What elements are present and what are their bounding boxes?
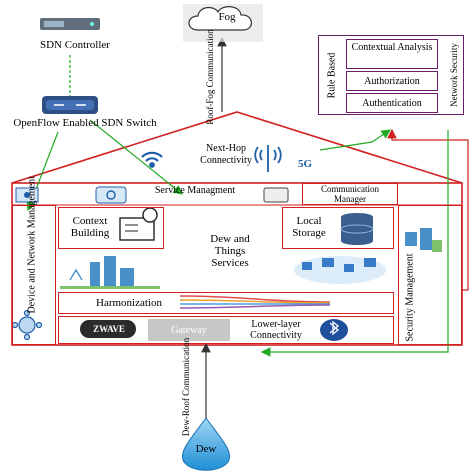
gateway-label: Gateway — [171, 325, 207, 336]
comm-manager-label: Communication Manager — [321, 184, 379, 204]
security-mgmt-column — [398, 205, 462, 345]
local-storage-box — [282, 207, 394, 249]
comm-manager-box — [302, 183, 398, 205]
dew-services-line3: Services — [211, 257, 249, 269]
local-storage-line2: Storage — [292, 227, 326, 239]
lower-layer-box — [58, 316, 394, 344]
next-hop-line1: Next-Hop — [206, 143, 246, 154]
lower-layer-line1: Lower-layer — [251, 319, 301, 330]
openflow-switch-label: OpenFlow Enabled SDN Switch — [13, 117, 157, 129]
fog-label: Fog — [218, 11, 236, 23]
context-building-line1: Context — [72, 215, 108, 227]
context-building-line2: Building — [70, 227, 110, 239]
dew-services-line1: Dew and — [210, 233, 250, 245]
5g-badge: 5G — [298, 158, 313, 170]
authorization-label: Authorization — [364, 76, 420, 87]
rule-based-title: Rule Based — [326, 52, 338, 99]
network-security-label: Network Security — [449, 43, 459, 107]
fog-cloud-icon — [183, 4, 263, 42]
device-mgmt-column — [12, 205, 56, 345]
dew-label: Dew — [195, 443, 217, 455]
bluetooth-icon — [320, 319, 348, 341]
smart-city-icon — [60, 256, 160, 289]
harmonization-label: Harmonization — [96, 297, 162, 309]
iot-network-icon — [294, 256, 386, 284]
context-building-box — [58, 207, 164, 249]
device-mgmt-label: Device and Network Management — [26, 176, 38, 314]
router-icon — [42, 96, 98, 114]
service-management-label: Service Managment — [154, 185, 236, 196]
water-drop-icon — [182, 417, 230, 471]
harmonization-streams-icon — [179, 295, 331, 309]
device-network-icon-top — [15, 187, 39, 203]
comm-device-icon — [263, 187, 289, 203]
contextual-analysis-label: Contextual Analysis — [351, 42, 433, 53]
server-icon — [40, 18, 100, 30]
harmonization-box — [58, 292, 394, 314]
security-mgmt-label: Security Management — [404, 253, 416, 342]
switch-to-service-arrow — [89, 119, 183, 195]
house-roof — [11, 111, 463, 184]
authentication-label: Authentication — [362, 98, 422, 109]
database-icon — [340, 213, 374, 245]
lower-layer-line2: Connectivity — [250, 330, 302, 341]
zwave-label: ZWAVE — [93, 324, 125, 334]
security-to-rule-arrow — [387, 128, 469, 291]
zwave-icon — [80, 320, 136, 338]
next-hop-arrow — [319, 129, 391, 151]
lower-layer-return-arrow — [260, 130, 449, 357]
authorization-box — [346, 71, 438, 91]
next-hop-line2: Connectivity — [200, 155, 252, 166]
service-hand-icon — [95, 186, 127, 204]
local-storage-line1: Local — [296, 215, 322, 227]
dew-services-line2: Things — [214, 245, 246, 257]
gateway-icon — [148, 319, 230, 341]
sdn-controller-label: SDN Controller — [40, 39, 110, 51]
antenna-icon — [254, 145, 282, 172]
authentication-box — [346, 93, 438, 113]
context-building-icon — [119, 207, 158, 241]
device-network-icon-bottom — [11, 309, 43, 341]
wifi-icon — [141, 151, 163, 168]
roof-fog-label: Roof-Fog Communication — [205, 29, 215, 125]
dew-roof-label: Dew-Roof Communication — [181, 337, 191, 437]
security-devices-icon — [405, 228, 442, 252]
contextual-analysis-box — [346, 39, 438, 69]
